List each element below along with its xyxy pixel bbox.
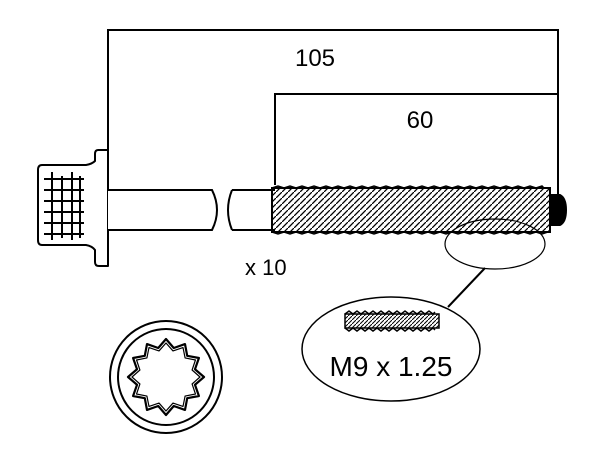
quantity-label: x 10 [245,255,287,280]
bolt-shank-right [232,189,275,231]
bolt-tip [549,194,568,226]
head-spline-marks [44,172,84,240]
spline-drive-inner-profile [131,342,201,412]
thread-crest-top [271,185,545,189]
bolt-side-view [37,149,568,267]
dimension-overall-length: 105 [107,29,559,195]
thread-profile-icon [344,310,440,332]
12-point-spline-socket-icon [109,320,223,434]
head-inner-circle [117,328,215,426]
dimension-overall-length-label: 105 [295,45,335,72]
thread-detail-leader [447,267,486,308]
bolt-shank-left [108,189,218,231]
dimension-thread-length-label: 60 [407,107,434,134]
dimension-thread-length: 60 [274,93,558,185]
thread-spec-label: M9 x 1.25 [330,351,453,382]
head-outer-circle [109,320,223,434]
bolt-break-mark [227,189,233,231]
thread-crest-bottom [271,229,551,235]
spline-drive-profile [126,337,206,417]
thread-detail-callout: M9 x 1.25 [301,218,546,402]
thread-detail-marker [444,218,546,270]
bolt-thread [271,187,551,233]
